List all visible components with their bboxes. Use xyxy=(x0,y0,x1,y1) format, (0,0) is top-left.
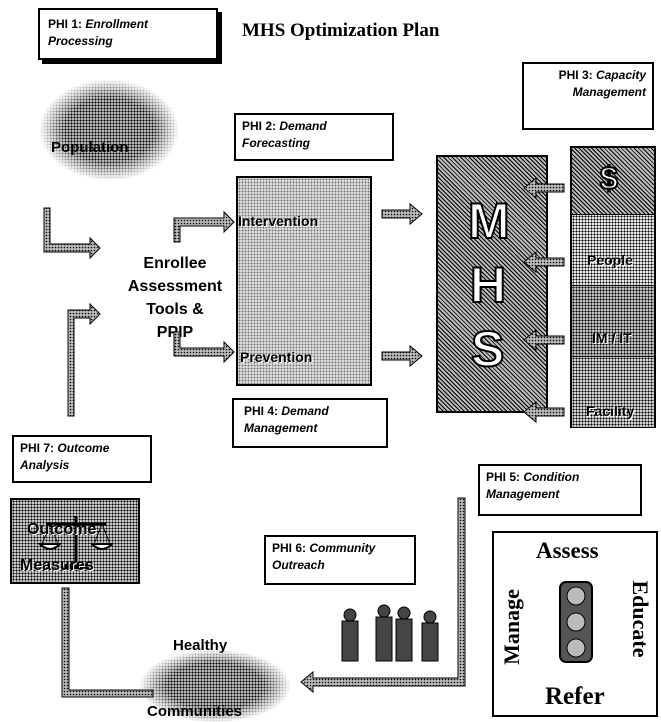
phi5-box: PHI 5: Condition Management xyxy=(478,464,642,516)
phi5-key: PHI 5: xyxy=(486,470,521,484)
phi4-key: PHI 4: xyxy=(244,404,279,418)
intervention-label: Intervention xyxy=(238,213,319,229)
phi6-key: PHI 6: xyxy=(272,541,307,555)
phi2-key: PHI 2: xyxy=(242,119,277,133)
arrow-intervention-icon xyxy=(173,210,235,243)
healthy-label: Healthy xyxy=(173,637,228,654)
assess-label: Assess xyxy=(536,538,599,563)
refer-label: Refer xyxy=(545,683,605,710)
capacity-imit-label: IM / IT xyxy=(592,330,632,346)
phi2-box: PHI 2: Demand Forecasting xyxy=(234,113,394,161)
community-cloud xyxy=(140,650,290,722)
capacity-imit-tile xyxy=(572,286,654,357)
phi1-value: Enrollment Processing xyxy=(48,17,149,48)
enrollee-line-1: Enrollee xyxy=(143,255,207,272)
enrollee-line-4: PPIP xyxy=(156,324,194,341)
capacity-dollar-label: $ xyxy=(599,159,619,197)
capacity-money-tile xyxy=(572,148,654,215)
phi4-box: PHI 4: Demand Management xyxy=(232,398,388,448)
phi2-value: Demand Forecasting xyxy=(242,119,327,150)
capacity-facility-tile xyxy=(572,357,654,427)
educate-label: Educate xyxy=(628,580,653,658)
page-title: MHS Optimization Plan xyxy=(242,20,440,41)
demand-panel xyxy=(236,176,372,386)
phi7-value: Outcome Analysis xyxy=(20,441,110,472)
manage-label: Manage xyxy=(499,589,524,665)
arrow-communities-outcome-icon xyxy=(61,587,154,698)
population-label: Population xyxy=(51,139,129,156)
arrow-to-mhs-2-icon xyxy=(381,344,423,368)
mhs-letter-h: H xyxy=(469,256,507,314)
enrollee-assessment-text: Enrollee Assessment Tools & PPIP xyxy=(112,252,238,344)
outcome-label: Outcome xyxy=(27,521,97,538)
capacity-people-tile xyxy=(572,215,654,286)
arrow-population-icon xyxy=(43,207,101,260)
mhs-letter-s: S xyxy=(470,320,505,378)
phi1-key: PHI 1: xyxy=(48,17,83,31)
arrow-outcome-up-icon xyxy=(67,302,101,417)
phi1-box: PHI 1: Enrollment Processing xyxy=(38,8,218,60)
phi6-box: PHI 6: Community Outreach xyxy=(264,535,416,585)
communities-label: Communities xyxy=(147,703,243,720)
phi3-key: PHI 3: xyxy=(558,68,593,82)
capacity-stack xyxy=(570,146,656,428)
prevention-label: Prevention xyxy=(240,349,313,365)
phi7-key: PHI 7: xyxy=(20,441,55,455)
capacity-people-label: People xyxy=(587,252,633,268)
population-cloud xyxy=(40,80,178,180)
enrollee-line-3: Tools & xyxy=(146,301,204,318)
traffic-light-icon xyxy=(556,580,596,664)
capacity-facility-label: Facility xyxy=(586,403,635,419)
scales-icon xyxy=(36,512,116,574)
mhs-letter-m: M xyxy=(467,192,511,250)
measures-label: Measures xyxy=(20,557,94,574)
people-icon xyxy=(334,603,444,663)
enrollee-line-2: Assessment xyxy=(127,278,223,295)
phi4-value: Demand Management xyxy=(244,404,329,435)
phi3-value: Capacity Management xyxy=(572,68,646,99)
phi7-box: PHI 7: Outcome Analysis xyxy=(12,435,152,483)
phi5-value: Condition Management xyxy=(486,470,580,501)
phi3-box: PHI 3: Capacity Management xyxy=(522,62,654,130)
arrow-to-mhs-1-icon xyxy=(381,202,423,226)
